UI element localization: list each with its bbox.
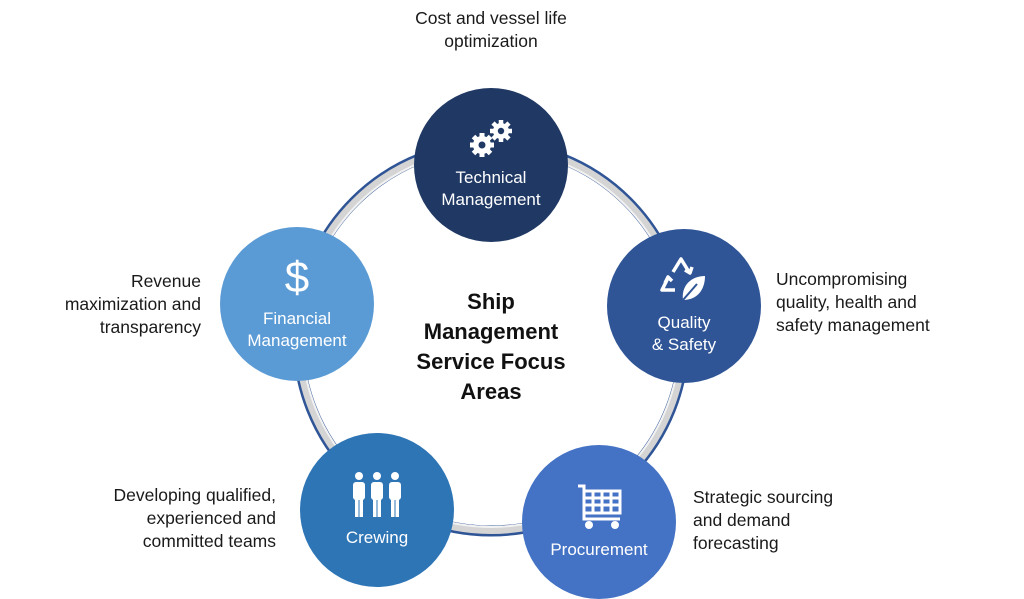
node-technical-management: Technical Management: [414, 88, 568, 242]
node-procurement: Procurement: [522, 445, 676, 599]
description-quality: Uncompromising quality, health and safet…: [776, 269, 930, 335]
people-icon: [353, 472, 401, 517]
node-label: Financial Management: [247, 309, 347, 350]
node-crewing: Crewing: [300, 433, 454, 587]
description-procurement: Strategic sourcing and demand forecastin…: [693, 487, 834, 553]
description-crewing: Developing qualified, experienced and co…: [113, 485, 276, 551]
node-label: Procurement: [550, 540, 648, 559]
description-technical: Cost and vessel life optimization: [415, 8, 567, 51]
node-label: Quality & Safety: [651, 313, 717, 354]
node-label: Technical Management: [441, 168, 541, 209]
shopping-cart-icon: [578, 484, 622, 529]
node-financial-management: $ Financial Management: [220, 227, 374, 381]
gears-icon: [470, 120, 512, 157]
node-quality-safety: Quality & Safety: [607, 229, 761, 383]
description-financial: Revenue maximization and transparency: [64, 271, 201, 337]
node-label: Crewing: [345, 528, 409, 547]
dollar-icon: $: [284, 253, 310, 302]
recycle-leaf-icon: [660, 257, 705, 301]
center-title: Ship Management Service Focus Areas: [416, 289, 566, 404]
